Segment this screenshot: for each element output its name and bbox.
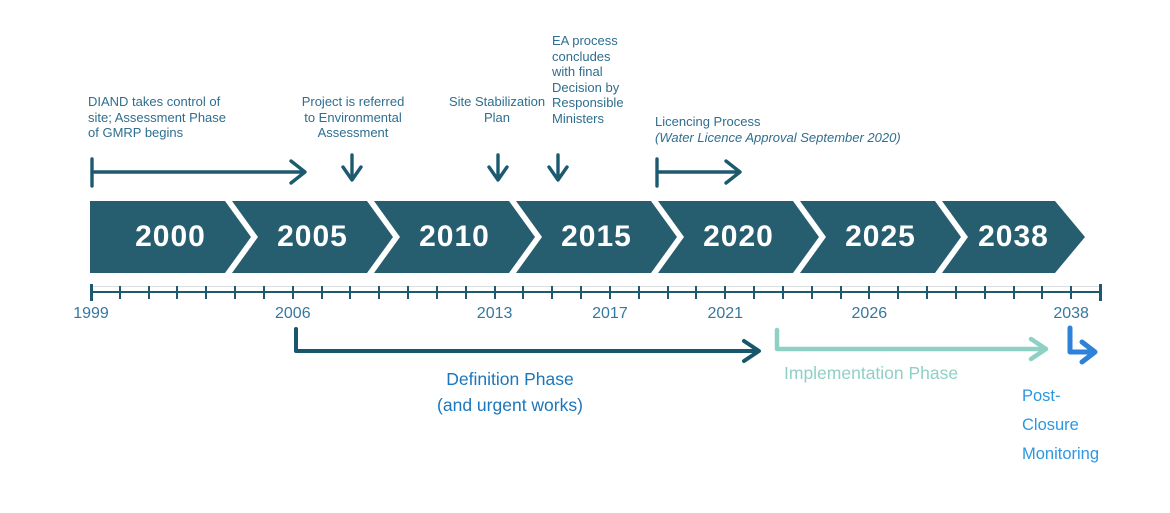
ea-referral-down-arrow [341,153,363,182]
axis-tick [954,286,957,299]
chevron-2015: 2015 [516,201,677,273]
axis-tick [407,286,410,299]
axis-tick [897,286,900,299]
annotation-line: Site Stabilization [448,94,546,109]
licencing-range-arrow [655,157,742,188]
annotation-line: of GMRP begins [88,125,184,141]
axis-tick [435,286,438,299]
annotation-diand-takes-control: DIAND takes control of site; Assessment … [88,94,283,141]
axis-year-label: 2006 [275,305,311,322]
axis-year-label: 2026 [851,305,888,322]
chevron-2020: 2020 [658,201,819,273]
axis-tick [810,286,813,299]
annotation-licencing-process: Licencing Process (Water Licence Approva… [655,114,985,145]
axis-guide-line [91,286,1100,287]
axis-tick [205,286,208,299]
annotation-line-italic: (Water Licence Approval September 2020) [655,129,901,145]
axis-tick [666,286,669,299]
phase-label-line: Definition Phase [446,369,574,389]
annotation-line: Project is referred [301,94,405,109]
axis-tick [926,286,929,299]
annotation-site-stabilization-plan: Site Stabilization Plan [436,94,558,125]
axis-tick [320,286,323,299]
chevron-2038: 2038 [942,201,1085,273]
axis-tick [234,286,237,299]
axis-tick [983,286,986,299]
axis-year-label: 2038 [1053,305,1089,322]
axis-tick [118,286,121,299]
timeline-axis: 1999 2006 2013 2017 2021 2026 2038 [73,283,1102,328]
axis-year-label: 1999 [73,305,109,322]
axis-tick [90,284,93,301]
annotation-line: Decision by [552,79,620,95]
chevron-2000: 2000 [90,201,251,273]
annotation-line: DIAND takes control of [88,94,221,109]
timeline-band: 2000 2005 2010 2015 2020 2025 2038 [90,201,1085,273]
axis-tick [839,286,842,299]
implementation-phase-label: Implementation Phase [784,363,1004,384]
definition-phase-label: Definition Phase (and urgent works) [412,366,608,418]
phase-label-line: Closure [1022,416,1079,434]
definition-phase-arrow [294,327,761,363]
axis-tick [637,286,640,299]
axis-tick [724,286,727,299]
annotation-line: site; Assessment Phase [88,109,227,125]
annotation-line: to Environmental [304,109,402,125]
diand-range-arrow [90,157,307,188]
axis-tick [176,286,179,299]
chevron-year: 2038 [978,220,1049,253]
annotation-ea-referral: Project is referred to Environmental Ass… [288,94,418,141]
phase-label-line: (and urgent works) [437,395,583,415]
axis-tick [147,286,150,299]
axis-tick [291,286,294,299]
axis-tick [493,286,496,299]
axis-tick [1099,284,1102,301]
chevron-year: 2010 [419,220,490,253]
annotation-line: Licencing Process [655,114,761,129]
site-stabilization-down-arrow [487,153,509,182]
axis-year-label: 2021 [707,305,744,322]
axis-tick [522,286,525,299]
axis-tick [695,286,698,299]
axis-tick [378,286,381,299]
axis-tick [349,286,352,299]
chevron-year: 2000 [135,220,206,253]
phase-label-line: Post- [1022,387,1061,405]
phase-label-line: Monitoring [1022,445,1100,463]
annotation-ea-concludes: EA process concludes with final Decision… [552,33,652,127]
chevron-year: 2005 [277,220,348,253]
chevron-year: 2025 [845,220,916,253]
chevron-2010: 2010 [374,201,535,273]
annotation-line: Assessment [317,125,389,141]
axis-tick [1070,286,1073,299]
axis-tick [781,286,784,299]
axis-tick [1041,286,1044,299]
axis-tick [580,286,583,299]
axis-tick [551,286,554,299]
ea-concludes-down-arrow [547,153,569,182]
chevron-2025: 2025 [800,201,961,273]
chevron-year: 2020 [703,220,774,253]
annotation-line: concludes [552,48,611,64]
axis-tick [262,286,265,299]
chevron-2005: 2005 [232,201,393,273]
post-closure-arrow [1067,325,1098,365]
phase-label-line: Implementation Phase [784,363,959,383]
annotation-line: EA process [552,33,618,48]
axis-line [91,291,1100,293]
post-closure-monitoring-label: Post- Closure Monitoring [1022,382,1152,469]
annotation-line: with final [552,64,603,80]
annotation-line: Ministers [552,110,605,126]
axis-year-label: 2013 [476,305,513,322]
axis-tick [753,286,756,299]
chevron-year: 2015 [561,220,632,253]
axis-tick [608,286,611,299]
annotation-line: Plan [483,109,511,125]
axis-year-label: 2017 [592,305,628,322]
annotation-line: Responsible [552,95,624,111]
axis-tick [868,286,871,299]
axis-tick [1012,286,1015,299]
implementation-phase-arrow [774,327,1049,362]
axis-tick [464,286,467,299]
